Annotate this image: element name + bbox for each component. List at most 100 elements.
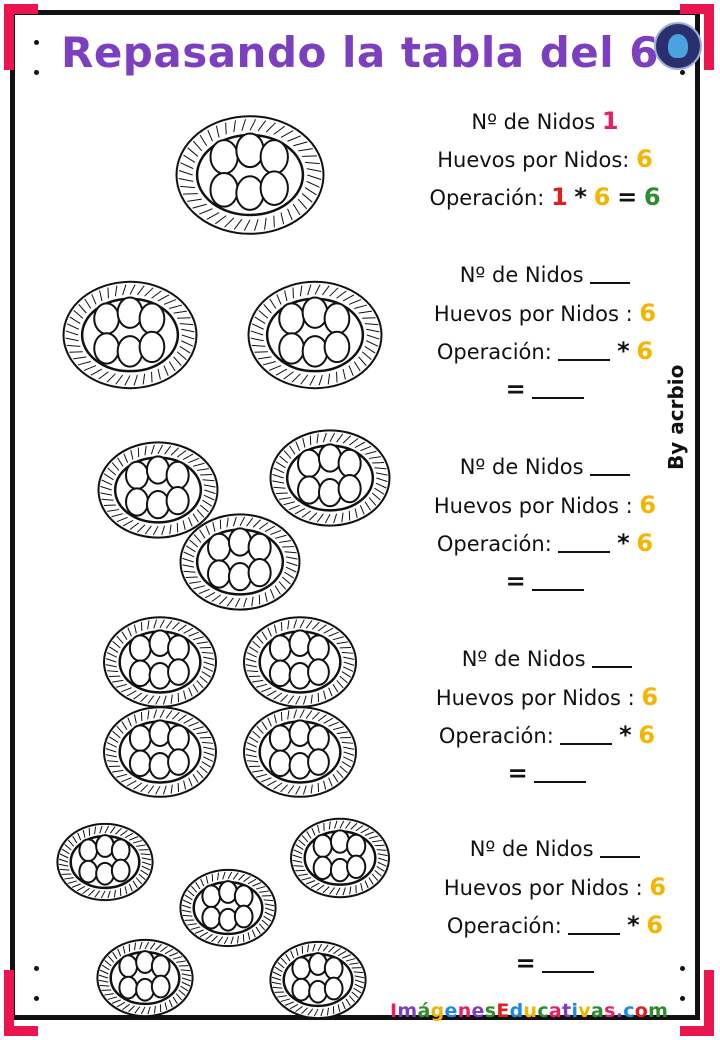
- exercise-example: Nº de Nidos 1 Huevos por Nidos: 6 Operac…: [410, 102, 680, 216]
- huevos-value: 6: [636, 145, 653, 173]
- logo-icon: [654, 22, 702, 70]
- nest-icon: [179, 868, 277, 948]
- times-sign: *: [619, 721, 632, 749]
- colon: :: [625, 494, 633, 518]
- nest-icon: [247, 280, 383, 390]
- huevos-label: Huevos por Nidos: [433, 302, 619, 326]
- nidos-label: Nº de Nidos: [461, 647, 586, 671]
- footer-letter: á: [417, 1000, 431, 1022]
- equals-sign: =: [515, 949, 536, 977]
- huevos-line: Huevos por Nidos: 6: [410, 140, 680, 178]
- footer-letter: u: [523, 1000, 538, 1022]
- nest-icon: [96, 938, 194, 1018]
- footer-letter: s: [604, 1000, 616, 1022]
- exercise-5: Nº de Nidos Huevos por Nidos : 6 Operaci…: [420, 830, 690, 982]
- side-credit: By acrbio: [664, 364, 688, 470]
- footer-letter: c: [623, 1000, 635, 1022]
- operand-blank[interactable]: [568, 913, 621, 935]
- nest-icon: [97, 441, 219, 539]
- operacion-label: Operación:: [446, 914, 562, 938]
- huevos-label: Huevos por Nidos: [433, 494, 619, 518]
- nidos-answer-blank[interactable]: [590, 262, 631, 284]
- operand-blank[interactable]: [558, 531, 611, 553]
- operand-six: 6: [636, 337, 654, 365]
- exercise-4: Nº de Nidos Huevos por Nidos : 6 Operaci…: [412, 640, 682, 792]
- operacion-line: Operación: 1 * 6 = 6: [410, 178, 680, 216]
- operacion-label: Operación:: [436, 532, 552, 556]
- operacion-label: Operación:: [429, 186, 545, 210]
- footer-letter: a: [590, 1000, 605, 1022]
- footer-letter: n: [457, 1000, 472, 1022]
- equals-sign: =: [505, 375, 526, 403]
- operand-blank[interactable]: [560, 723, 613, 745]
- huevos-value: 6: [649, 873, 667, 901]
- huevos-label: Huevos por Nidos: [437, 148, 623, 172]
- result-blank[interactable]: [542, 951, 595, 973]
- huevos-value: 6: [639, 491, 657, 519]
- footer-letter: m: [648, 1000, 669, 1022]
- exercise-3: Nº de Nidos Huevos por Nidos : 6 Operaci…: [410, 448, 680, 600]
- operand-six: 6: [646, 911, 664, 939]
- huevos-label: Huevos por Nidos: [435, 686, 621, 710]
- colon: :: [625, 302, 633, 326]
- footer-letter: e: [444, 1000, 458, 1022]
- operand-six: 6: [636, 529, 654, 557]
- colon: :: [635, 876, 643, 900]
- footer-letter: o: [634, 1000, 649, 1022]
- times-sign: *: [617, 529, 630, 557]
- operacion-label: Operación:: [438, 724, 554, 748]
- exercise-2: Nº de Nidos Huevos por Nidos : 6 Operaci…: [410, 256, 680, 408]
- result-blank[interactable]: [534, 761, 587, 783]
- result-value: 6: [643, 183, 661, 211]
- footer-letter: i: [571, 1000, 579, 1022]
- footer-watermark: ImágenesEducativas.com: [390, 1000, 668, 1022]
- footer-letter: I: [390, 1000, 398, 1022]
- nest-icon: [290, 817, 390, 899]
- footer-letter: E: [496, 1000, 510, 1022]
- nest-icon: [103, 706, 217, 798]
- equals-sign: =: [617, 183, 638, 211]
- nest-icon: [179, 513, 301, 611]
- operand-blank[interactable]: [558, 339, 611, 361]
- footer-letter: s: [484, 1000, 497, 1022]
- colon: :: [622, 148, 630, 172]
- footer-letter: a: [548, 1000, 563, 1022]
- nidos-answer-blank[interactable]: [592, 646, 633, 668]
- nidos-label: Nº de Nidos: [471, 110, 596, 134]
- operacion-label: Operación:: [436, 340, 552, 364]
- nidos-value: 1: [601, 107, 619, 135]
- operand-b: 6: [593, 183, 611, 211]
- nest-icon: [243, 706, 357, 798]
- equals-sign: =: [505, 567, 526, 595]
- nidos-line: Nº de Nidos 1: [410, 102, 680, 140]
- nest-icon: [62, 280, 198, 390]
- footer-letter: c: [537, 1000, 549, 1022]
- footer-letter: e: [471, 1000, 485, 1022]
- footer-letter: d: [509, 1000, 524, 1022]
- footer-letter: .: [615, 1000, 624, 1022]
- page-frame: [10, 10, 700, 1020]
- huevos-value: 6: [639, 299, 657, 327]
- nidos-answer-blank[interactable]: [590, 454, 631, 476]
- footer-letter: v: [578, 1000, 591, 1022]
- operand-a: 1: [551, 183, 568, 211]
- footer-letter: t: [562, 1000, 572, 1022]
- footer-letter: m: [397, 1000, 418, 1022]
- result-blank[interactable]: [532, 377, 585, 399]
- huevos-label: Huevos por Nidos: [443, 876, 629, 900]
- nest-icon: [269, 429, 391, 527]
- nest-icon: [103, 616, 217, 708]
- page-title: Repasando la tabla del 6: [60, 28, 659, 77]
- operand-six: 6: [638, 721, 656, 749]
- nidos-label: Nº de Nidos: [469, 837, 594, 861]
- times-sign: *: [574, 183, 587, 211]
- nest-icon: [175, 115, 325, 235]
- result-blank[interactable]: [532, 569, 585, 591]
- huevos-value: 6: [641, 683, 659, 711]
- nest-icon: [269, 940, 367, 1020]
- nidos-answer-blank[interactable]: [600, 836, 641, 858]
- nest-icon: [56, 822, 154, 902]
- times-sign: *: [627, 911, 640, 939]
- nest-icon: [243, 616, 357, 708]
